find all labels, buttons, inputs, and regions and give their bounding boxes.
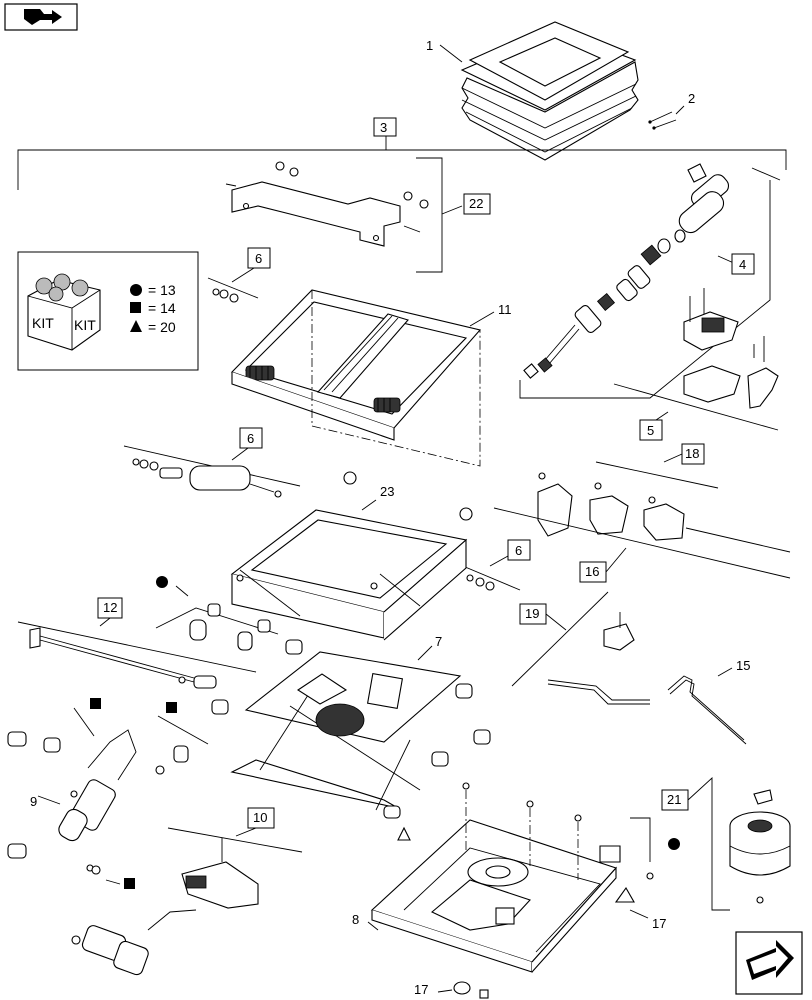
kit-bushings-circle: [155, 576, 279, 651]
legend-triangle-label: = 20: [148, 319, 176, 335]
legend-circle-icon: [130, 284, 142, 296]
part-6-washers: [123, 247, 531, 591]
part-19-link: [511, 591, 650, 705]
part-12-rod: [17, 597, 257, 689]
part-2-pins: [648, 105, 685, 130]
callout-21: 21: [667, 792, 681, 807]
part-8-base-plate: [367, 782, 680, 999]
callout-5: 5: [647, 423, 654, 438]
callout-10: 10: [253, 810, 267, 825]
kit-legend: KIT KIT = 13 = 14 = 20: [17, 251, 199, 371]
motor-body: [71, 925, 149, 976]
part-7-scissor: [211, 639, 491, 819]
callout-16: 16: [585, 564, 599, 579]
part-23-base-frame: [230, 471, 473, 641]
callout-12: 12: [103, 600, 117, 615]
callout-8: 8: [352, 912, 359, 927]
callout-7: 7: [435, 634, 442, 649]
next-page-arrow-icon[interactable]: [735, 931, 803, 995]
callout-3: 3: [380, 120, 387, 135]
part-shock-horizontal: [159, 465, 282, 498]
part-18-handles: [493, 443, 791, 579]
part-9-actuator: [7, 729, 137, 859]
legend-triangle-icon: [130, 320, 142, 332]
callout-18: 18: [685, 446, 699, 461]
book-arrow-icon[interactable]: [4, 3, 78, 31]
part-3-bracket: [17, 117, 787, 190]
callout-19: 19: [525, 606, 539, 621]
callout-17a: 17: [652, 916, 666, 931]
legend-square-label: = 14: [148, 300, 176, 316]
callout-6b: 6: [247, 431, 254, 446]
frame-spring-right: [373, 397, 401, 413]
callout-1: 1: [426, 38, 433, 53]
callout-23: 23: [380, 484, 394, 499]
part-22-plate: [225, 157, 491, 273]
callout-9: 9: [30, 794, 37, 809]
callout-6a: 6: [255, 251, 262, 266]
callout-17b: 17: [414, 982, 428, 997]
callout-6c: 6: [515, 543, 522, 558]
part-1-bellows: [439, 21, 639, 161]
callout-15: 15: [736, 658, 750, 673]
callout-4: 4: [739, 257, 746, 272]
frame-spring-left: [245, 365, 275, 381]
part-15-wire-hook: [667, 667, 747, 745]
part-16-label: [579, 547, 627, 583]
part-11-upper-frame: [231, 289, 495, 467]
part-4-shock-assembly: [519, 163, 781, 399]
kit-box-text-1: KIT: [32, 315, 54, 331]
callout-22: 22: [469, 196, 483, 211]
kit-circle-marker: [668, 838, 680, 850]
kit-box-text-2: KIT: [74, 317, 96, 333]
part-10-motor: [71, 807, 303, 976]
callout-11: 11: [498, 302, 512, 317]
callout-2: 2: [688, 91, 695, 106]
part-21-damper: [661, 776, 791, 911]
kit-bushings-square: [7, 698, 209, 889]
part-5-latch: [613, 288, 779, 441]
legend-circle-label: = 13: [148, 282, 176, 298]
legend-square-icon: [130, 302, 141, 313]
